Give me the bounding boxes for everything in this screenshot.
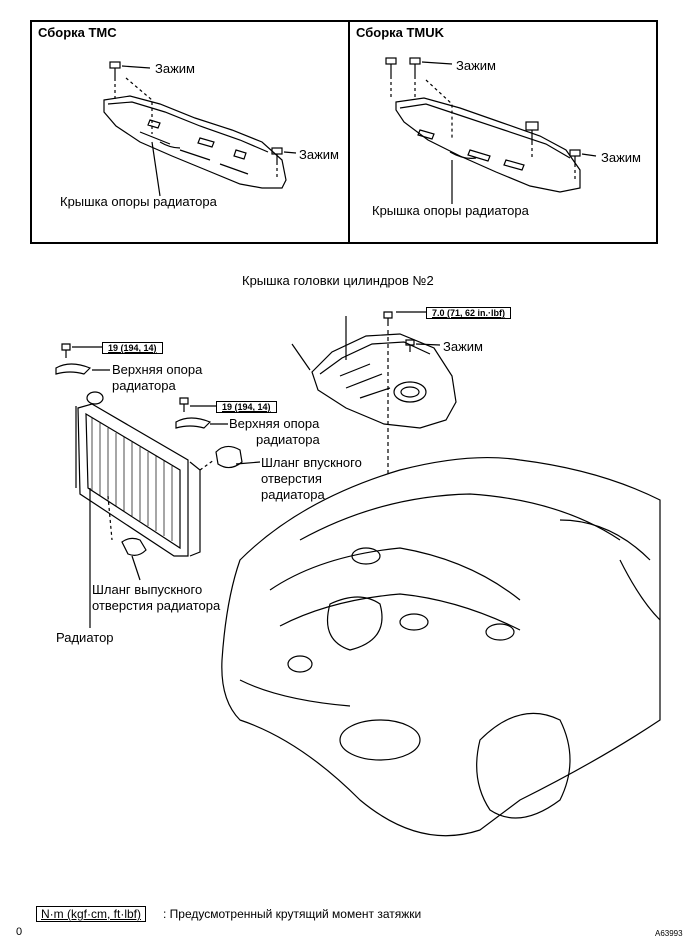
support-torque-1: 19 (194, 14) — [102, 342, 163, 354]
cylinder-head-cover-drawing — [311, 311, 457, 630]
radiator-drawing — [55, 343, 261, 628]
outlet-hose-label-line1: Шланг выпускного — [92, 582, 203, 597]
tmuk-clamp-side-label: Зажим — [601, 150, 641, 165]
upper-support-label-2-line2: радиатора — [256, 432, 320, 447]
inlet-hose-label-line2: отверстия — [261, 471, 322, 486]
figure-code: A63993 — [655, 929, 683, 938]
page-marker: 0 — [16, 926, 23, 938]
panel-divider — [348, 20, 350, 244]
head-cover-clamp-label: Зажим — [443, 339, 483, 354]
tmuk-assembly-title: Сборка TMUK — [356, 25, 445, 40]
tmc-assembly-title: Сборка TMC — [38, 25, 117, 40]
outlet-hose-label-line2: отверстия радиатора — [92, 598, 221, 613]
tmuk-radiator-support-cover-drawing — [385, 57, 597, 204]
car-body-drawing — [221, 456, 661, 837]
inlet-hose-label-line1: Шланг впускного — [261, 455, 362, 470]
tmc-clamp-side-label: Зажим — [299, 147, 339, 162]
head-cover-label: Крышка головки цилиндров №2 — [242, 273, 434, 288]
head-cover-torque: 7.0 (71, 62 in.·lbf) — [426, 307, 512, 319]
inlet-hose-label-line3: радиатора — [261, 487, 325, 502]
tmuk-cover-label: Крышка опоры радиатора — [372, 203, 529, 218]
upper-support-label-2-line1: Верхняя опора — [229, 416, 320, 431]
upper-support-label-1-line2: радиатора — [112, 378, 176, 393]
tmc-cover-label: Крышка опоры радиатора — [60, 194, 217, 209]
assembly-panels-frame — [30, 20, 658, 244]
torque-legend-description: : Предусмотренный крутящий момент затяжк… — [163, 907, 422, 921]
torque-unit-legend-box: N·m (kgf·cm, ft·lbf) — [36, 906, 146, 922]
support-torque-2: 19 (194, 14) — [216, 401, 277, 413]
tmuk-clamp-top-label: Зажим — [456, 58, 496, 73]
radiator-label: Радиатор — [56, 630, 114, 645]
tmc-radiator-support-cover-drawing — [103, 61, 297, 197]
upper-support-label-1-line1: Верхняя опора — [112, 362, 203, 377]
tmc-clamp-top-label: Зажим — [155, 61, 195, 76]
